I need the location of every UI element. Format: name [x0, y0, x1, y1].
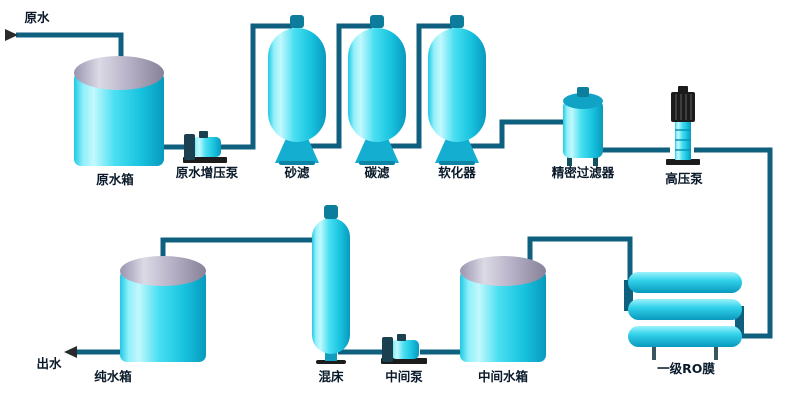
ro-stand-leg-left — [652, 344, 656, 360]
pipe-softener-to-precision — [466, 119, 567, 149]
intermediate-tank-body — [460, 270, 546, 362]
ro-membrane-bank — [624, 272, 744, 360]
inlet-arrow-icon — [5, 29, 18, 41]
outlet-label: 出水 — [36, 356, 62, 371]
sand-filter — [268, 15, 326, 165]
precision-filter-label: 精密过滤器 — [552, 165, 615, 180]
intermediate-pump-port — [397, 334, 406, 341]
intermediate-tank — [460, 256, 546, 362]
precision-filter-leg-right — [593, 156, 598, 166]
pure-water-tank — [120, 256, 206, 362]
softener — [428, 15, 486, 165]
carbon-filter-skirt — [355, 134, 399, 163]
softener-skirt — [435, 134, 479, 163]
booster-pump-port — [199, 131, 208, 138]
pipe-booster-to-sand — [218, 23, 292, 150]
booster-pump-label: 原水增压泵 — [176, 165, 239, 180]
ro-connector-left — [624, 280, 633, 311]
ro-stand-leg-right — [714, 344, 718, 360]
ro-membrane-tube-2 — [628, 299, 742, 320]
booster-pump-head — [184, 134, 195, 160]
ro-membrane-tube-3 — [628, 326, 742, 347]
hp-pump-base — [666, 159, 700, 165]
intermediate-tank-dome — [460, 256, 546, 286]
hp-pump-motor — [671, 92, 695, 122]
mixed-bed-label: 混床 — [318, 369, 344, 384]
precision-filter-top — [563, 93, 603, 109]
carbon-filter — [348, 15, 406, 165]
hp-pump-motor-fins — [675, 94, 692, 120]
ro-connector-right — [735, 306, 744, 338]
softener-stand — [439, 161, 475, 165]
pipe-ro-to-mid-tank — [527, 236, 633, 283]
raw-water-tank — [74, 56, 164, 166]
carbon-filter-body — [348, 28, 406, 142]
softener-cap — [450, 15, 464, 28]
carbon-filter-label: 碳滤 — [364, 165, 390, 180]
precision-filter-leg-left — [567, 156, 572, 166]
pure-water-tank-body — [120, 270, 206, 362]
pure-water-tank-dome — [120, 256, 206, 286]
intermediate-pump-label: 中间泵 — [385, 369, 423, 384]
mixed-bed-base — [316, 360, 346, 364]
mixed-bed-cap — [324, 205, 338, 219]
sand-filter-body — [268, 28, 326, 142]
ro-membrane-tube-1 — [628, 272, 742, 293]
carbon-filter-cap — [370, 15, 384, 28]
pure-tank-label: 纯水箱 — [94, 369, 132, 384]
mixed-bed-body — [312, 218, 350, 354]
pipes — [16, 23, 773, 355]
sand-filter-stand — [279, 161, 315, 165]
inlet-label: 原水 — [24, 10, 50, 25]
sand-filter-label: 砂滤 — [283, 165, 310, 180]
softener-label: 软化器 — [438, 165, 476, 180]
hp-pump-motor-cap — [678, 86, 688, 93]
mixed-bed-foot — [325, 350, 337, 361]
intermediate-pump — [381, 334, 427, 364]
precision-filter — [563, 87, 603, 166]
intermediate-pump-head — [382, 337, 393, 362]
labels: 原水 原水箱 原水增压泵 砂滤 碳滤 软化器 精密过滤器 高压泵 一级RO膜 中… — [24, 10, 715, 384]
pipe-raw-inlet — [16, 32, 124, 60]
high-pressure-pump — [666, 86, 700, 165]
raw-water-tank-body — [74, 72, 164, 166]
hp-pump-stage-lines — [675, 129, 691, 151]
booster-pump — [183, 131, 227, 163]
pipe-hp-pump-to-ro — [694, 147, 773, 339]
mixed-bed — [312, 205, 350, 364]
raw-water-tank-dome — [74, 56, 164, 90]
precision-filter-body — [563, 100, 603, 158]
intermediate-tank-label: 中间水箱 — [478, 369, 529, 384]
sand-filter-cap — [290, 15, 304, 28]
sand-filter-skirt — [275, 134, 319, 163]
intermediate-pump-body — [391, 340, 419, 359]
pipe-carbon-to-softener — [386, 23, 452, 149]
booster-pump-body — [193, 137, 221, 157]
raw-tank-label: 原水箱 — [96, 172, 134, 187]
pipe-sand-to-carbon — [306, 23, 372, 149]
precision-filter-cap — [577, 87, 589, 97]
carbon-filter-stand — [359, 161, 395, 165]
outlet-arrow-icon — [64, 346, 77, 358]
ro-membrane-label: 一级RO膜 — [657, 361, 715, 376]
softener-body — [428, 28, 486, 142]
hp-pump-label: 高压泵 — [665, 171, 703, 186]
